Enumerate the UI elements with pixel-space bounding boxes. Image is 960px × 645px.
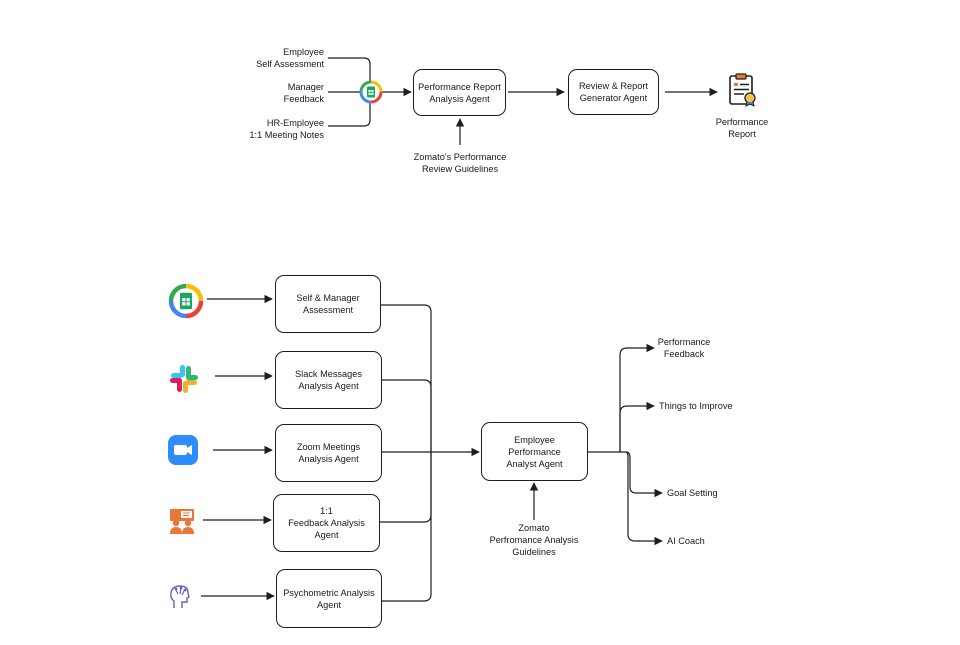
one-on-one-meeting-icon — [170, 509, 194, 534]
zomato-review-guidelines-label: Zomato's Performance Review Guidelines — [413, 152, 507, 174]
arrow-to-ai-coach — [625, 451, 663, 546]
output-ai-coach-label: AI Coach — [667, 536, 705, 546]
employee-performance-analyst-agent-box[interactable]: Employee Performance Analyst Agent — [481, 422, 588, 481]
input-manager-feedback-label: Manager Feedback — [283, 82, 324, 104]
zoom-icon — [168, 435, 198, 465]
self-manager-assessment-box[interactable]: Self & Manager Assessment — [275, 275, 381, 333]
arrow-to-performance-feedback — [619, 343, 655, 452]
performance-report-analysis-agent-box[interactable]: Performance Report Analysis Agent — [413, 69, 506, 116]
google-sheets-icon — [168, 283, 204, 319]
output-goal-setting-label: Goal Setting — [667, 488, 718, 498]
connector-self-assessment — [328, 57, 371, 82]
slack-icon — [170, 365, 198, 393]
connector-psychometric-bus — [381, 452, 432, 602]
performance-report-output-label: Performance Report — [715, 117, 769, 139]
output-things-to-improve-label: Things to Improve — [659, 401, 733, 411]
review-report-generator-agent-box[interactable]: Review & Report Generator Agent — [568, 69, 659, 115]
feedback-analysis-agent-box[interactable]: 1:1 Feedback Analysis Agent — [273, 494, 380, 552]
arrow-to-things-to-improve — [619, 401, 655, 452]
psychometric-analysis-agent-box[interactable]: Psychometric Analysis Agent — [276, 569, 382, 628]
clipboard-report-icon — [729, 73, 756, 107]
zomato-analysis-guidelines-label: Zomato Perfromance Analysis Guidelines — [489, 523, 579, 557]
psychometric-head-icon — [170, 585, 190, 608]
zoom-meetings-analysis-agent-box[interactable]: Zoom Meetings Analysis Agent — [275, 424, 382, 482]
input-self-assessment-label: Employee Self Assessment — [256, 47, 324, 69]
output-performance-feedback-label: Performance Feedback — [657, 337, 711, 359]
slack-messages-analysis-agent-box[interactable]: Slack Messages Analysis Agent — [275, 351, 382, 409]
arrow-to-goal-setting — [620, 451, 663, 498]
google-sheets-icon — [359, 80, 383, 104]
input-hr-notes-label: HR-Employee 1:1 Meeting Notes — [249, 118, 324, 140]
connector-feedback-bus — [379, 452, 432, 523]
connector-assessment-bus — [380, 304, 432, 452]
connector-slack-bus — [381, 379, 432, 452]
connector-hr-notes — [328, 102, 371, 127]
